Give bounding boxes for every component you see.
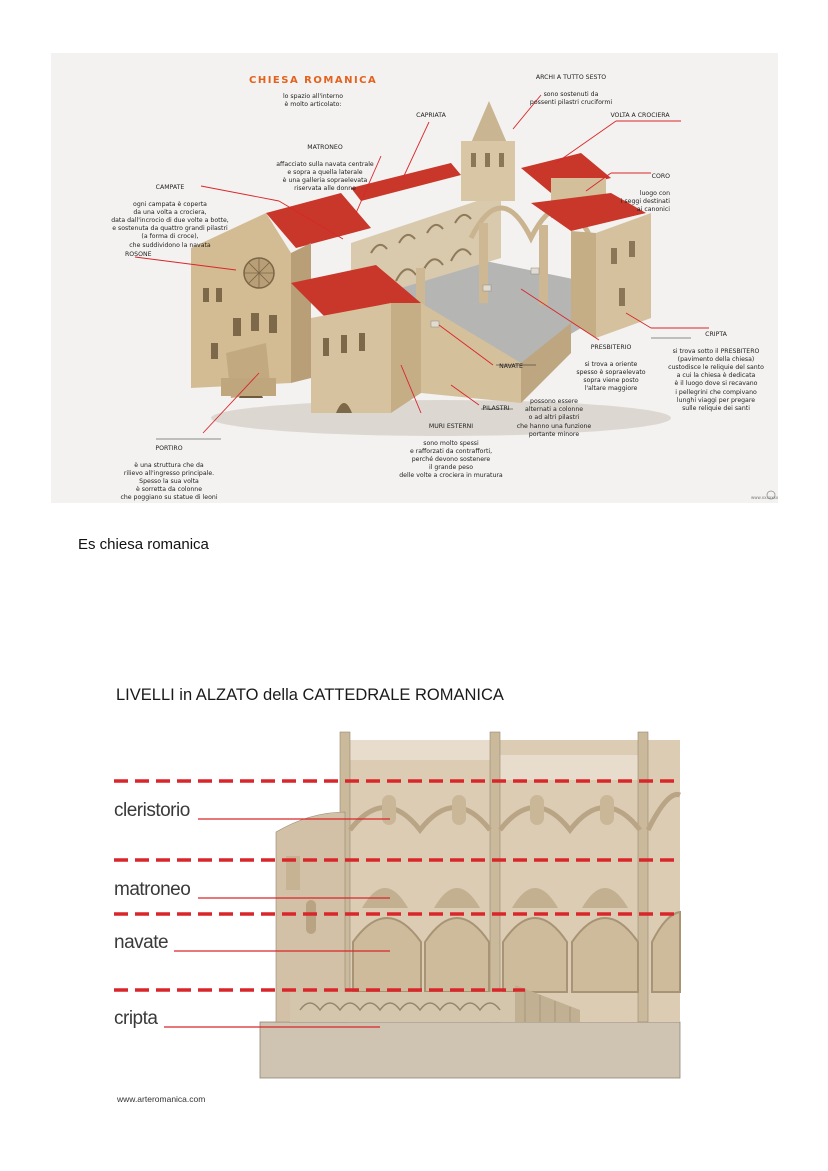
cathedral-levels-figure: LIVELLI in ALZATO della CATTEDRALE ROMAN…	[100, 680, 700, 1110]
label-matroneo-heading: MATRONEO	[307, 144, 343, 152]
figure-caption: Es chiesa romanica	[78, 536, 209, 553]
intro-text: lo spazio all'interno è molto articolato…	[282, 93, 344, 109]
label-capriata: CAPRIATA	[416, 112, 446, 119]
label-matroneo-text: affacciato sulla navata centrale e sopra…	[276, 160, 374, 193]
label-muri-text: sono molto spessi e rafforzati da contra…	[399, 439, 503, 480]
level-cripta: cripta	[114, 1008, 158, 1029]
level-navate: navate	[114, 932, 169, 953]
label-archi-text: sono sostenuti da possenti pilastri cruc…	[529, 90, 613, 106]
label-presbiterio-heading: PRESBITERIO	[590, 344, 632, 352]
label-presbiterio-text: si trova a oriente spesso è sopraelevato…	[576, 360, 646, 393]
source-credit: www.arteromanica.com	[117, 1094, 206, 1104]
label-cripta: CRIPTA si trova sotto il PRESBITERO (pav…	[657, 323, 775, 413]
level-dashed-lines	[114, 779, 680, 992]
label-portiro-text: è una struttura che da rilievo all'ingre…	[120, 461, 218, 502]
figure1-title: CHIESA ROMANICA	[249, 75, 378, 86]
label-portiro: PORTIRO è una struttura che da rilievo a…	[109, 437, 229, 503]
label-volta: VOLTA A CROCIERA	[610, 112, 670, 119]
label-coro-text: luogo con i seggi destinati ai canonici	[620, 189, 670, 214]
cathedral-section-illustration	[114, 731, 681, 1079]
label-pilastri: PILASTRI	[482, 405, 510, 412]
label-cripta-text: si trova sotto il PRESBITERO (pavimento …	[668, 347, 764, 413]
label-presbiterio: PRESBITERIO si trova a oriente spesso è …	[566, 336, 656, 393]
label-muri: MURI ESTERNI sono molto spessi e rafforz…	[391, 415, 511, 481]
label-archi-heading: ARCHI A TUTTO SESTO	[535, 74, 607, 82]
level-leader-lines	[164, 818, 390, 1028]
label-matroneo: MATRONEO affacciato sulla navata central…	[265, 136, 385, 193]
label-portiro-heading: PORTIRO	[155, 445, 183, 453]
label-campate-text: ogni campata è coperta da una volta a cr…	[111, 200, 229, 249]
label-navate: NAVATE	[499, 363, 523, 370]
church-cutaway-figure: www.xxxxxxxx CHIESA ROMANICA lo spazio a…	[51, 53, 778, 503]
label-muri-heading: MURI ESTERNI	[428, 423, 474, 431]
level-matroneo: matroneo	[114, 879, 191, 900]
svg-text:www.xxxxxxxx: www.xxxxxxxx	[751, 495, 778, 500]
label-campate: CAMPATE ogni campata è coperta da una vo…	[105, 176, 235, 250]
label-coro: CORO luogo con i seggi destinati ai cano…	[600, 165, 670, 214]
church-cutaway-illustration: www.xxxxxxxx	[134, 94, 778, 500]
level-cleristorio: cleristorio	[114, 800, 190, 821]
label-rosone: ROSONE	[125, 251, 152, 258]
label-campate-heading: CAMPATE	[155, 184, 185, 192]
leader-lines	[134, 94, 709, 434]
label-cripta-heading: CRIPTA	[705, 331, 727, 339]
figure2-title: LIVELLI in ALZATO della CATTEDRALE ROMAN…	[116, 686, 504, 704]
label-pilastri-desc: possono essere alternati a colonne o ad …	[516, 398, 592, 438]
label-archi: ARCHI A TUTTO SESTO sono sostenuti da po…	[521, 66, 621, 107]
label-coro-heading: CORO	[651, 173, 670, 181]
